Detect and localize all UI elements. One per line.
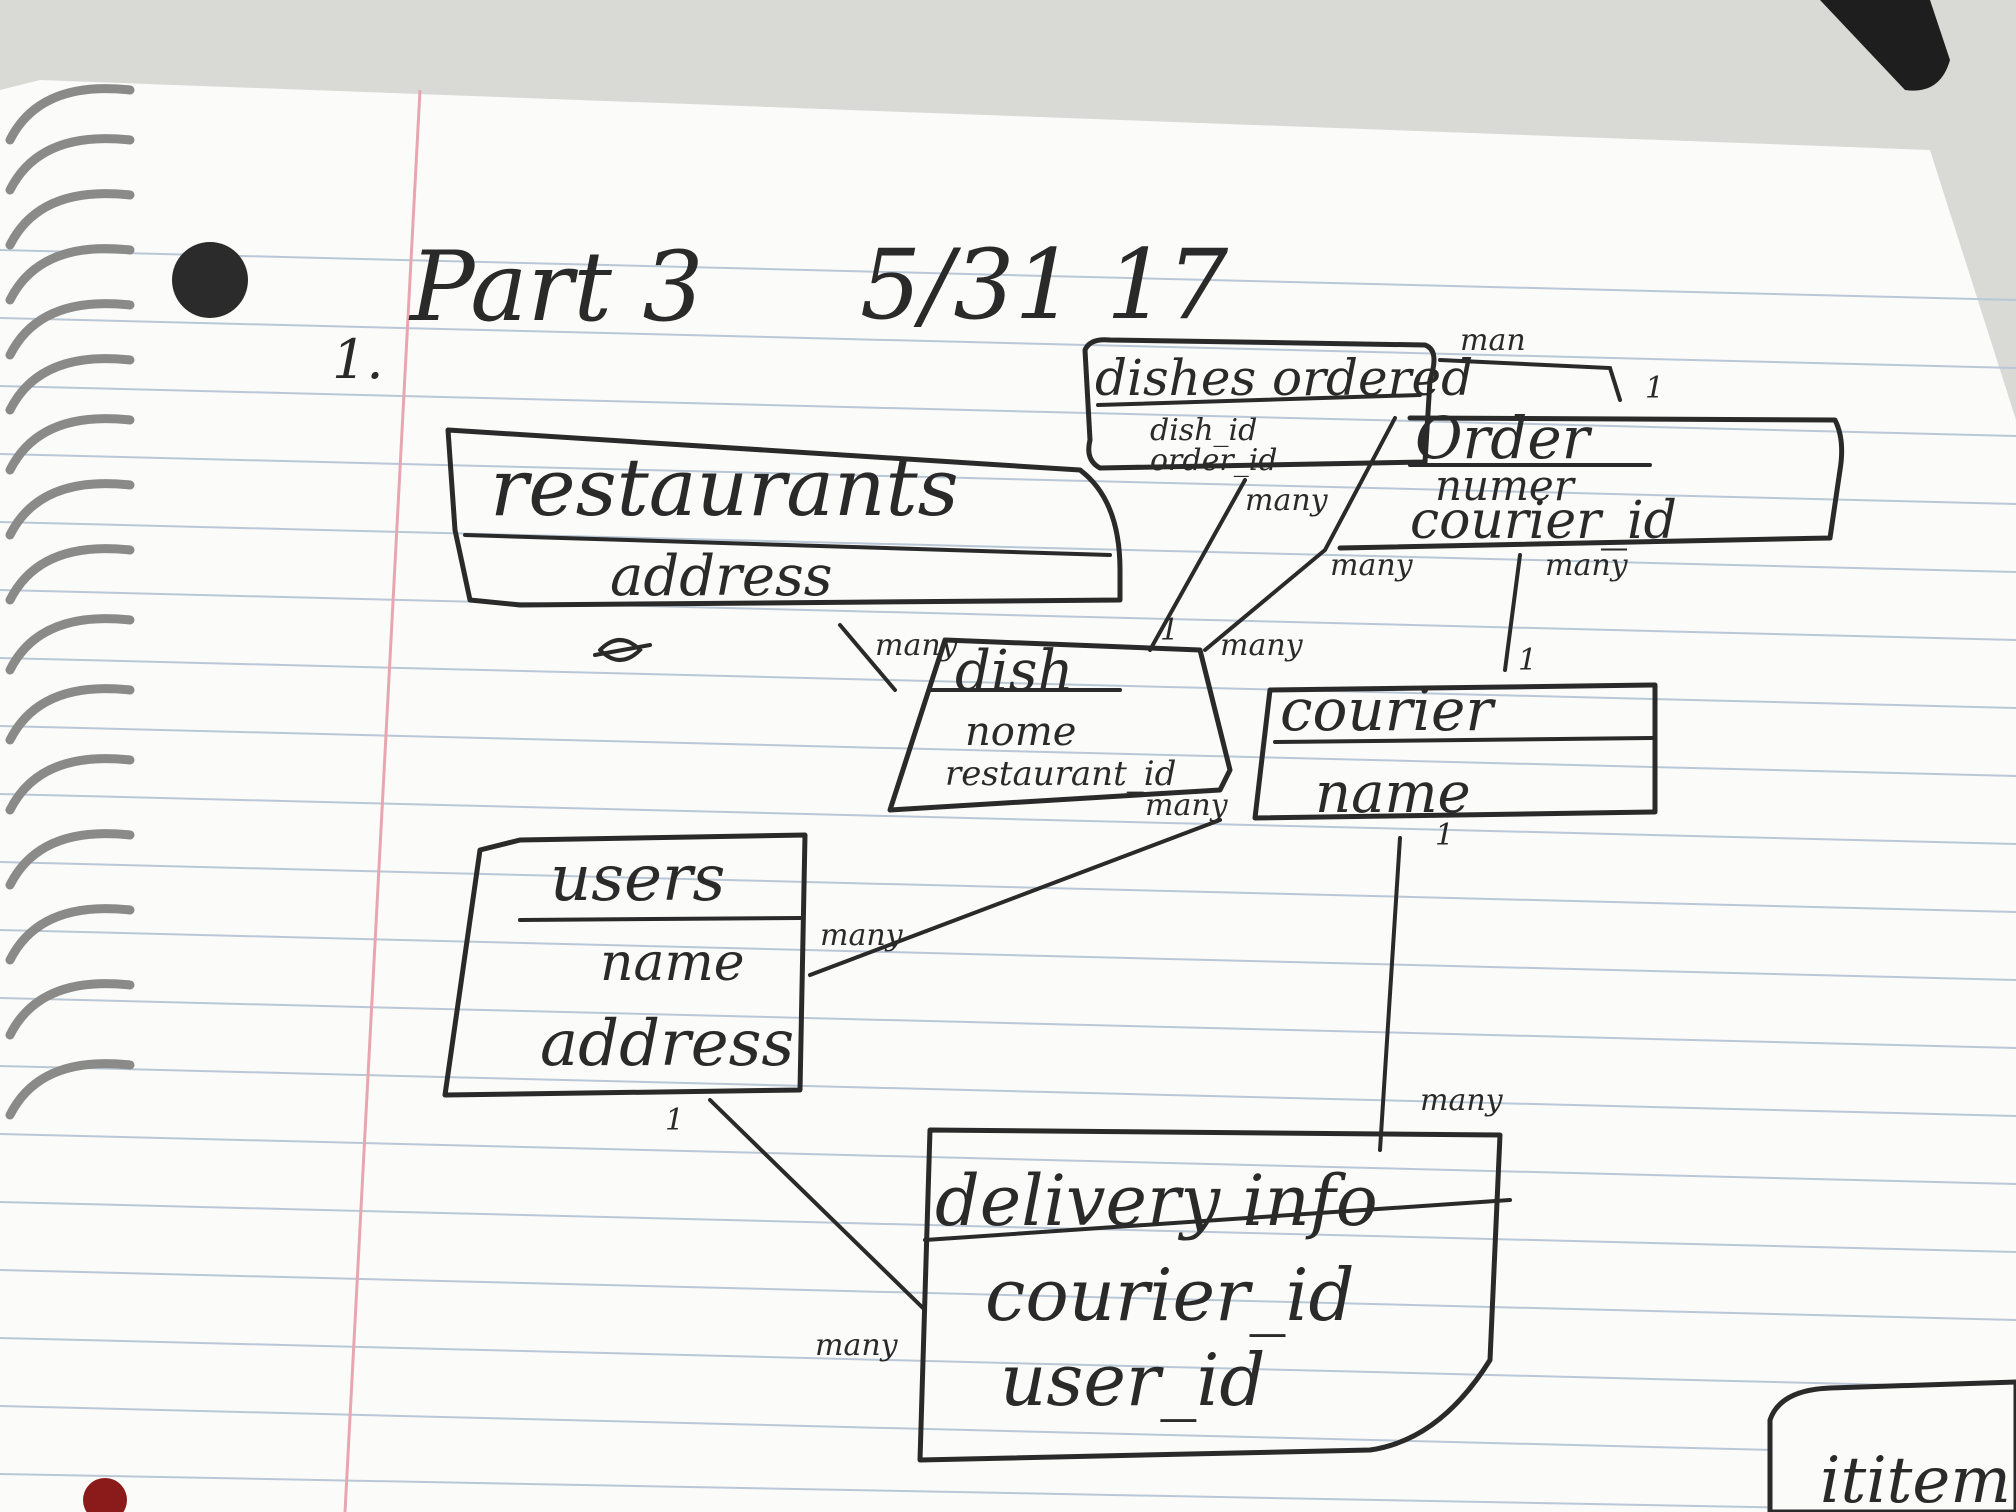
- order-field-courier-id: courier_id: [1410, 491, 1677, 551]
- card-dishes-order-one: 1: [1645, 371, 1664, 406]
- dishes-ordered-field-dish-id: dish_id: [1150, 413, 1257, 448]
- margin-line: [343, 89, 422, 1512]
- corner-fragment-text: ititem: [1820, 1444, 2011, 1512]
- dish-title: dish: [955, 639, 1074, 704]
- users-field-address: address: [540, 1007, 794, 1081]
- rel-order-dish: [1203, 416, 1397, 652]
- entity-users: users name address: [442, 832, 808, 1098]
- courier-title: courier: [1280, 676, 1496, 744]
- order-field-numer: numer: [1435, 461, 1577, 510]
- dishes-ordered-title: dishes ordered: [1095, 349, 1473, 407]
- entity-order: Order numer courier_id: [1337, 404, 1845, 551]
- card-courier-to-users: many: [1145, 788, 1229, 823]
- delivery-info-field-user-id: user_id: [1000, 1338, 1265, 1422]
- corner-card: ititem: [1767, 1379, 2016, 1512]
- card-dish-one: 1: [1160, 613, 1179, 648]
- delivery-info-field-courier-id: courier_id: [985, 1253, 1355, 1337]
- entity-delivery-info: delivery info courier_id user_id: [917, 1127, 1512, 1463]
- ruled-lines: [0, 249, 2016, 1512]
- courier-field-name: name: [1315, 761, 1471, 826]
- spiral-binding: [5, 84, 135, 1120]
- rel-order-courier: [1503, 553, 1522, 672]
- cardinality-labels: man 1 many many many many many 1 1 many …: [665, 323, 1664, 1363]
- rel-courier-users: [808, 818, 1222, 977]
- red-dot: [83, 1478, 127, 1512]
- card-dishes-order-top: man: [1460, 323, 1526, 358]
- scribble-mark: [593, 638, 652, 662]
- order-title: Order: [1415, 404, 1593, 472]
- card-order-near-dish: many: [1220, 628, 1304, 663]
- users-title: users: [550, 842, 725, 916]
- entity-dishes-ordered: dishes ordered dish_id order_id: [1082, 337, 1473, 478]
- card-delivery-many-left: many: [815, 1328, 899, 1363]
- item-number: 1.: [332, 328, 384, 391]
- restaurants-field-address: address: [610, 544, 832, 609]
- dishes-ordered-field-order-id: order_id: [1150, 443, 1278, 478]
- rel-dishes-dish: [1148, 478, 1247, 652]
- entity-restaurants: restaurants address: [445, 427, 1123, 662]
- card-users-many: many: [820, 918, 904, 953]
- card-users-one: 1: [665, 1103, 684, 1138]
- entity-courier: courier name: [1252, 676, 1658, 826]
- dish-field-nome: nome: [965, 709, 1076, 755]
- delivery-info-title: delivery info: [935, 1160, 1378, 1242]
- punch-hole: [172, 242, 248, 318]
- dish-field-restaurant-id: restaurant_id: [945, 754, 1176, 794]
- rel-users-delivery: [708, 1098, 927, 1312]
- pen-icon: [1820, 0, 1950, 91]
- card-order-to-courier: many: [1545, 548, 1629, 583]
- card-delivery-many-top: many: [1420, 1083, 1504, 1118]
- page-title: Part 3: [408, 231, 704, 343]
- card-courier-one: 1: [1518, 643, 1537, 678]
- restaurants-title: restaurants: [490, 441, 959, 534]
- card-restaurant-to-dish: many: [875, 628, 959, 663]
- notebook-page: [0, 80, 2016, 1512]
- rel-courier-delivery: [1378, 836, 1402, 1152]
- page-date: 5/31 17: [860, 229, 1228, 341]
- card-courier-one-b: 1: [1435, 818, 1454, 853]
- rel-dishes-order: [1438, 358, 1622, 402]
- card-order-to-dish: many: [1330, 548, 1414, 583]
- users-field-name: name: [600, 933, 745, 993]
- entity-dish: dish nome restaurant_id: [887, 637, 1233, 813]
- relationship-lines: [708, 358, 1622, 1312]
- card-dishes-to-dish: many: [1245, 483, 1329, 518]
- rel-restaurant-dish: [838, 623, 897, 692]
